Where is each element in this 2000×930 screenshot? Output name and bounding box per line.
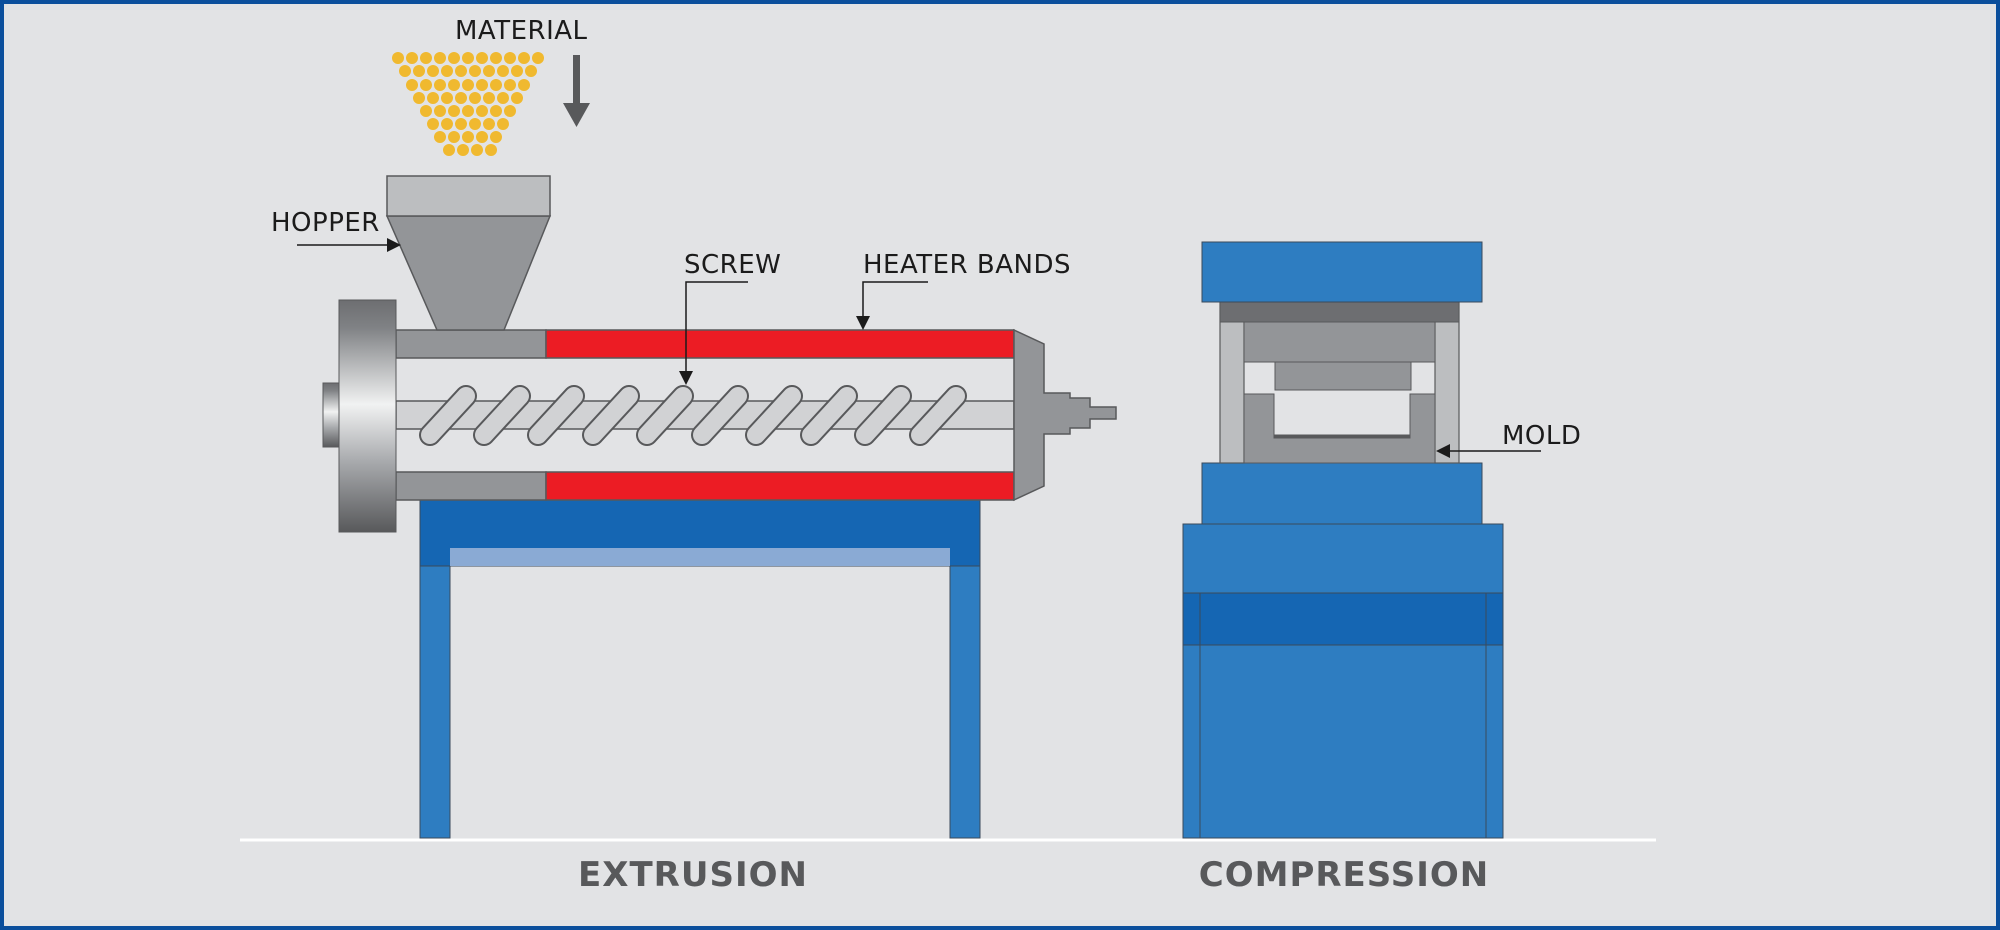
screw-flights (419, 385, 967, 446)
mold-punch (1274, 361, 1412, 391)
stand-beam-shadow (450, 548, 950, 566)
caption-extrusion: EXTRUSION (578, 855, 808, 895)
label-hopper: HOPPER (271, 208, 380, 238)
compression-press (1182, 241, 1504, 839)
press-guide-post-right (1434, 301, 1460, 464)
material-pellets (392, 52, 544, 156)
mold-lower-cavity (1243, 393, 1436, 464)
label-material: MATERIAL (455, 16, 588, 46)
heater-band-bottom (545, 471, 1015, 501)
press-top-platen (1201, 241, 1483, 303)
drive-hub (322, 382, 342, 448)
mold-pointer-icon (1436, 444, 1450, 458)
press-base-band (1182, 592, 1504, 646)
hopper-top (386, 175, 551, 217)
label-screw: SCREW (684, 250, 781, 280)
drive-flange (338, 299, 397, 533)
label-heater-bands: HEATER BANDS (863, 250, 1071, 280)
die-head (1013, 328, 1117, 502)
leader-lines (297, 244, 1541, 452)
extruder (322, 175, 1117, 839)
press-guide-post-left (1219, 301, 1245, 464)
barrel-top-wall (395, 329, 547, 359)
press-base (1182, 523, 1504, 839)
barrel-bottom-wall (395, 471, 547, 501)
hopper-funnel (385, 215, 552, 331)
screw-pointer-icon (679, 371, 693, 385)
leader-arrowheads (387, 238, 1450, 458)
mold-upper-plate (1219, 301, 1460, 323)
caption-compression: COMPRESSION (1199, 855, 1489, 895)
material-arrow-icon (563, 55, 590, 127)
mold-upper-block (1243, 321, 1436, 363)
heater-band-top (545, 329, 1015, 359)
press-lower-platen (1201, 462, 1483, 525)
heater-pointer-icon (856, 316, 870, 330)
hopper-pointer-icon (387, 238, 401, 252)
label-mold: MOLD (1502, 421, 1581, 451)
